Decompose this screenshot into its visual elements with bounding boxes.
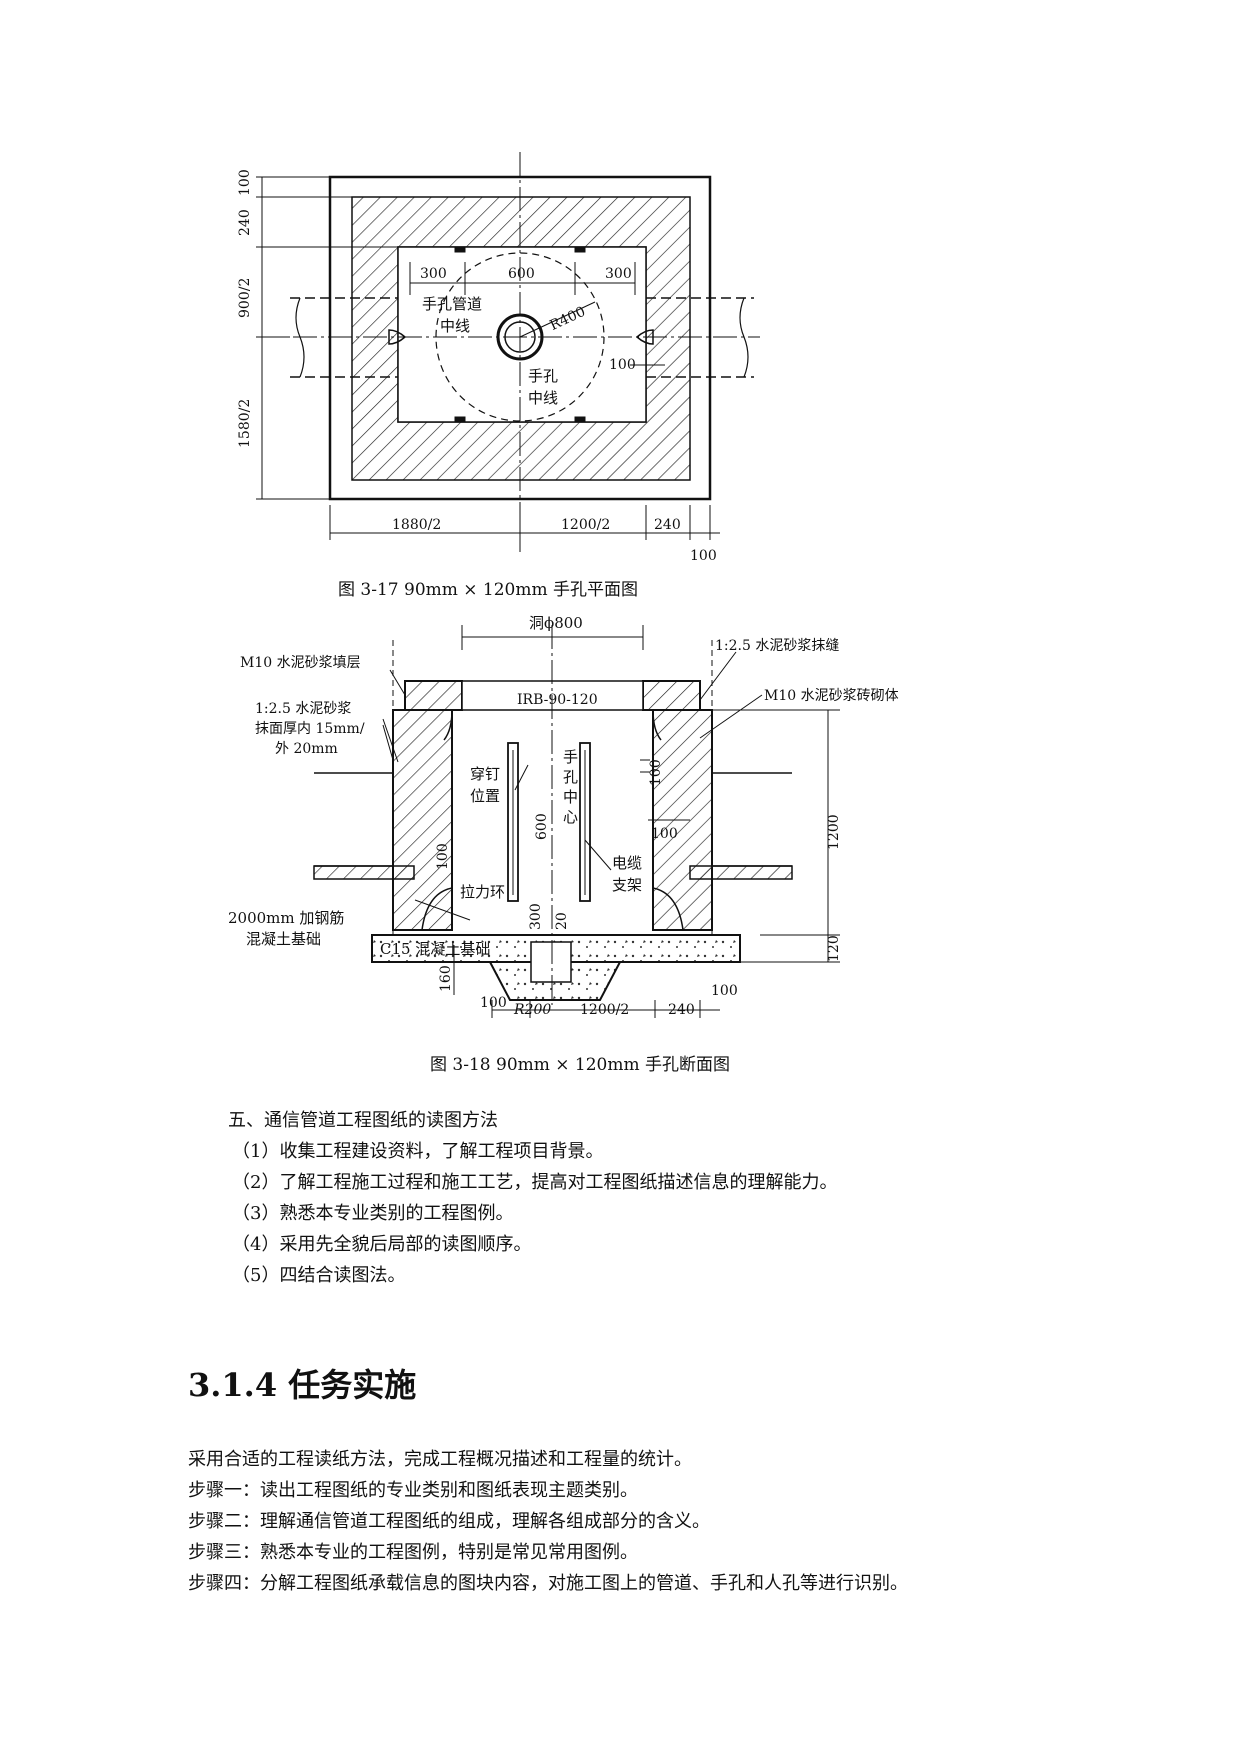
svg-text:100: 100: [480, 995, 507, 1011]
svg-text:600: 600: [534, 813, 550, 840]
list-item: （4）采用先全貌后局部的读图顺序。: [232, 1234, 532, 1255]
svg-text:600: 600: [508, 266, 535, 282]
svg-text:中线: 中线: [528, 389, 558, 407]
svg-text:1:2.5 水泥砂浆抹缝: 1:2.5 水泥砂浆抹缝: [715, 638, 839, 654]
figure-caption-3-18: 图 3-18 90mm × 120mm 手孔断面图: [430, 1055, 731, 1075]
svg-text:300: 300: [528, 903, 544, 930]
svg-text:100: 100: [690, 548, 717, 564]
svg-text:电缆: 电缆: [612, 854, 642, 872]
svg-text:M10 水泥砂浆砖砌体: M10 水泥砂浆砖砌体: [764, 688, 899, 704]
svg-text:手孔管道: 手孔管道: [422, 295, 482, 313]
svg-text:240: 240: [668, 1002, 695, 1018]
svg-text:M10 水泥砂浆填层: M10 水泥砂浆填层: [240, 655, 361, 671]
step-paragraph: 步骤一：读出工程图纸的专业类别和图纸表现主题类别。: [188, 1480, 638, 1501]
step-paragraph: 步骤三：熟悉本专业的工程图例，特别是常见常用图例。: [188, 1542, 638, 1563]
svg-text:1200/2: 1200/2: [580, 1002, 629, 1018]
svg-text:20: 20: [554, 912, 570, 930]
section-view: [313, 625, 840, 1018]
list-item: （3）熟悉本专业类别的工程图例。: [232, 1203, 514, 1224]
svg-text:拉力环: 拉力环: [460, 883, 505, 901]
svg-text:100: 100: [435, 843, 451, 870]
svg-text:100: 100: [711, 983, 738, 999]
svg-text:抹面厚内 15mm/: 抹面厚内 15mm/: [255, 721, 365, 737]
figure-caption-3-17: 图 3-17 90mm × 120mm 手孔平面图: [338, 580, 639, 600]
svg-text:900/2: 900/2: [237, 278, 253, 318]
svg-text:中: 中: [563, 788, 578, 806]
svg-text:1:2.5 水泥砂浆: 1:2.5 水泥砂浆: [255, 701, 351, 717]
svg-text:100: 100: [237, 169, 253, 196]
svg-text:穿钉: 穿钉: [470, 765, 500, 783]
svg-text:1880/2: 1880/2: [392, 517, 441, 533]
plan-view: [256, 152, 760, 552]
svg-text:IRB-90-120: IRB-90-120: [517, 692, 598, 708]
list-item: （1）收集工程建设资料，了解工程项目背景。: [232, 1141, 604, 1162]
svg-text:100: 100: [651, 826, 678, 842]
svg-text:100: 100: [609, 357, 636, 373]
svg-text:洞ϕ800: 洞ϕ800: [529, 614, 583, 632]
svg-text:300: 300: [605, 266, 632, 282]
svg-text:支架: 支架: [612, 876, 642, 894]
section-title-3-1-4: 3.1.4 任务实施: [188, 1366, 417, 1404]
svg-text:2000mm 加钢筋: 2000mm 加钢筋: [228, 909, 344, 927]
svg-text:手孔: 手孔: [528, 367, 558, 385]
section-labels: 洞ϕ800 M10 水泥砂浆填层 1:2.5 水泥砂浆抹缝 IRB-90-120…: [228, 614, 899, 1018]
svg-text:中线: 中线: [440, 317, 470, 335]
svg-text:100: 100: [648, 759, 664, 786]
svg-text:1200: 1200: [826, 814, 842, 850]
svg-text:手: 手: [563, 748, 578, 766]
svg-text:R200: R200: [513, 1002, 551, 1018]
handhole-drawings: 100 240 900/2 1580/2 300 600 300 手孔管道 中线…: [228, 152, 899, 1018]
svg-text:120: 120: [826, 935, 842, 962]
list-item: （2）了解工程施工过程和施工工艺，提高对工程图纸描述信息的理解能力。: [232, 1172, 838, 1193]
svg-text:外 20mm: 外 20mm: [275, 741, 338, 757]
section-heading-reading-method: 五、通信管道工程图纸的读图方法: [228, 1110, 498, 1131]
svg-text:位置: 位置: [470, 787, 500, 805]
svg-text:240: 240: [237, 209, 253, 236]
step-paragraph: 步骤四：分解工程图纸承载信息的图块内容，对施工图上的管道、手孔和人孔等进行识别。: [188, 1573, 908, 1594]
svg-text:300: 300: [420, 266, 447, 282]
list-item: （5）四结合读图法。: [232, 1265, 406, 1286]
step-paragraph: 步骤二：理解通信管道工程图纸的组成，理解各组成部分的含义。: [188, 1511, 710, 1532]
svg-text:孔: 孔: [563, 768, 578, 786]
svg-text:C15 混凝土基础: C15 混凝土基础: [380, 940, 490, 958]
svg-text:240: 240: [654, 517, 681, 533]
svg-text:1580/2: 1580/2: [237, 399, 253, 448]
svg-text:心: 心: [563, 808, 578, 826]
svg-text:1200/2: 1200/2: [561, 517, 610, 533]
paragraph: 采用合适的工程读纸方法，完成工程概况描述和工程量的统计。: [188, 1449, 692, 1470]
svg-text:160: 160: [438, 965, 454, 992]
svg-text:混凝土基础: 混凝土基础: [246, 930, 321, 948]
